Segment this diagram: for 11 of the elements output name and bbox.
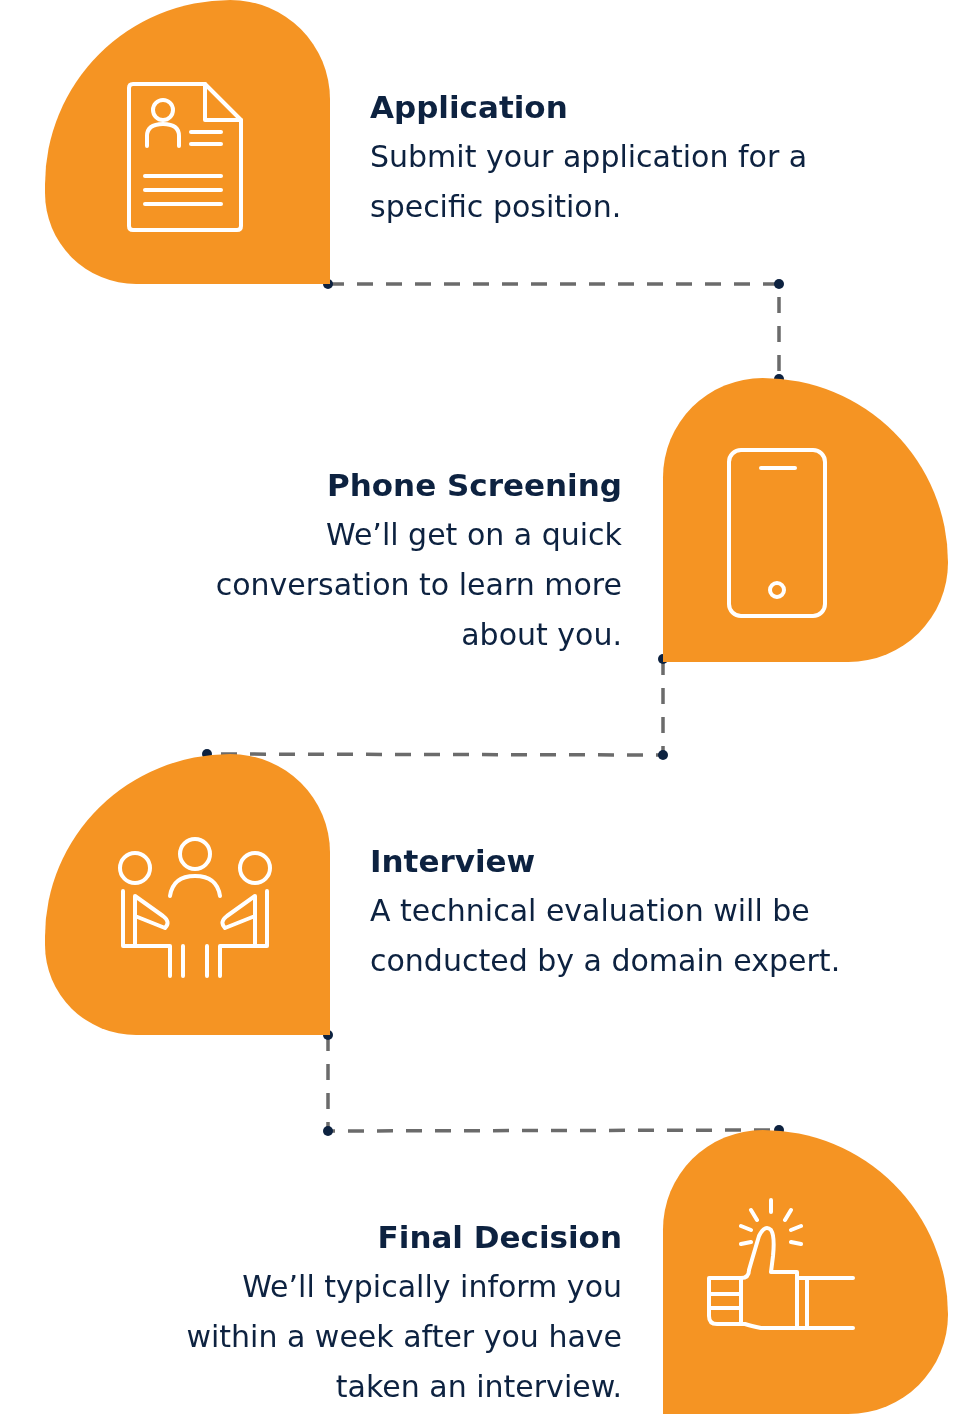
dashed-connector <box>202 654 668 760</box>
step-description: We’ll typically inform you within a week after you have taken an interview. <box>185 1268 622 1406</box>
dashed-connector <box>323 1030 784 1136</box>
step-title: Phone Screening <box>326 466 622 505</box>
step-title: Application <box>370 88 569 127</box>
step-description: A technical evaluation will be conducted by a domain expert. <box>370 892 842 980</box>
step-description: We’ll get on a quick conversation to learn more about you. <box>214 516 622 654</box>
step-title: Final Decision <box>376 1218 622 1257</box>
step-title: Interview <box>370 842 537 881</box>
dashed-connector <box>323 279 784 379</box>
step-description: Submit your application for a specific position. <box>370 138 809 226</box>
